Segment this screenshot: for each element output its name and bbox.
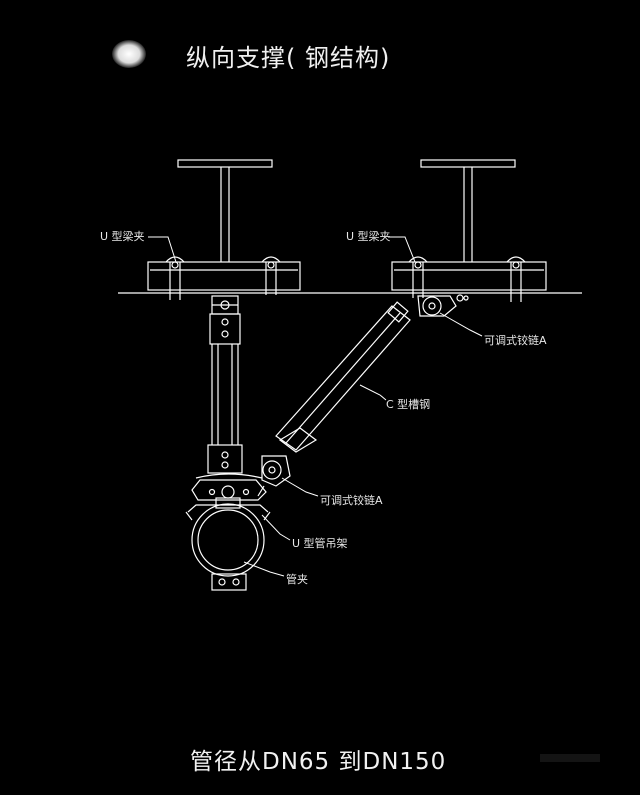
vertical-hanger [207,313,243,474]
label-channel-steel: C 型槽钢 [386,398,431,411]
right-i-beam [391,159,547,291]
pipe [185,503,271,577]
label-beam-clamp-left: U 型梁夹 [100,230,145,243]
right-u-beam-clamp [408,256,526,302]
left-i-beam [147,159,301,291]
left-u-beam-clamp [165,256,281,300]
top-connector [211,295,239,315]
label-hinge-top: 可调式铰链A [484,334,547,347]
bottom-hinge [257,455,291,497]
pipe-clamp [211,573,247,591]
label-hinge-bottom: 可调式铰链A [320,494,383,507]
pipe-diameter-caption: 管径从DN65 到DN150 [190,749,447,775]
diagonal-c-channel [275,301,411,453]
label-pipe-hanger: U 型管吊架 [292,537,348,550]
leader-lines [148,236,483,577]
blurred-logo [112,40,146,68]
top-hinge [417,294,469,317]
watermark-smudge [540,754,600,762]
label-beam-clamp-right: U 型梁夹 [346,230,391,243]
label-pipe-clamp: 管夹 [286,573,308,586]
diagram-title: 纵向支撑( 钢结构) [186,44,391,72]
u-pipe-hanger [191,473,267,509]
